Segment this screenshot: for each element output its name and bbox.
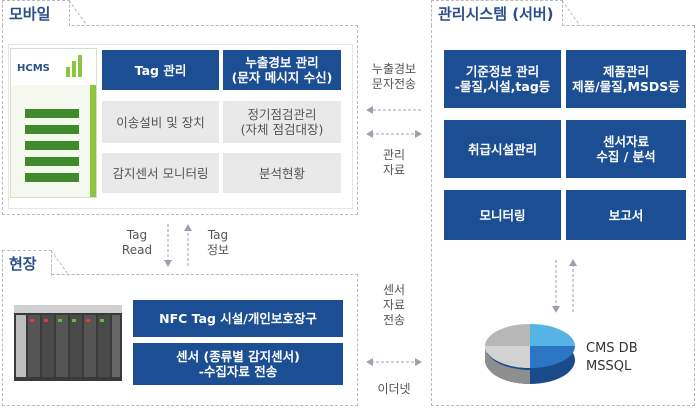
database-name: CMS DB [586,341,638,356]
app-menu-button[interactable] [25,109,79,118]
sensor-monitoring-box: 감지센서 모니터링 [102,153,219,193]
equipment-box: 이송설비 및 장치 [102,101,219,143]
report-box: 보고서 [566,190,686,240]
sensor-data-label: 센서 자료 전송 [382,283,406,327]
app-menu-button[interactable] [25,173,79,182]
leak-alarm-box: 누출경보 관리 (문자 메시지 수신) [223,50,341,90]
leak-sms-label: 누출경보 문자전송 [371,62,417,91]
field-section-title: 현장 [2,250,52,276]
app-menu-button[interactable] [25,157,79,166]
ethernet-label: 이더넷 [377,382,411,396]
ethernet-arrow [366,358,422,366]
product-box: 제품관리 제품/물질,MSDS등 [566,50,686,108]
leak-sms-arrow [366,106,421,114]
facility-box: 취급시설관리 [444,120,561,178]
tag-info-label: Tag 정보 [206,228,230,257]
inspection-box: 정기점검관리 (자체 점검대장) [223,101,341,143]
mobile-tab-tail [69,0,88,26]
base-info-box: 기준정보 관리 -물질,시설,tag등 [444,50,561,108]
tag-read-label: Tag Read [121,228,153,257]
server-db-arrows [552,259,577,313]
manage-data-arrow [366,130,422,138]
tag-management-box: Tag 관리 [102,50,219,90]
tag-flow-arrows [164,224,192,267]
app-logo: HCMS [17,63,50,74]
app-menu-button[interactable] [25,141,79,150]
plc-device-image [14,305,122,381]
database-engine: MSSQL [586,359,632,374]
app-side-bar [90,85,96,197]
field-tab-tail [51,250,70,276]
mobile-app-screenshot: HCMS [10,48,97,198]
mobile-inner-frame [8,44,353,209]
mobile-section-title: 모바일 [2,0,70,26]
server-section-title: 관리시스템 (서버) [431,0,563,26]
manage-data-label: 관리 자료 [382,148,406,177]
app-header: HCMS [11,49,96,85]
app-menu-button[interactable] [25,125,79,134]
sensor-collect-box: 센서자료 수집 / 분석 [566,120,686,178]
nfc-tag-box: NFC Tag 시설/개인보호장구 [133,300,343,337]
server-tab-tail [562,0,581,26]
database-icon [485,324,575,384]
sensor-box: 센서 (종류별 감지센서) -수집자료 전송 [133,343,343,385]
monitoring-box: 모니터링 [444,190,561,240]
analysis-box: 분석현황 [223,153,341,193]
